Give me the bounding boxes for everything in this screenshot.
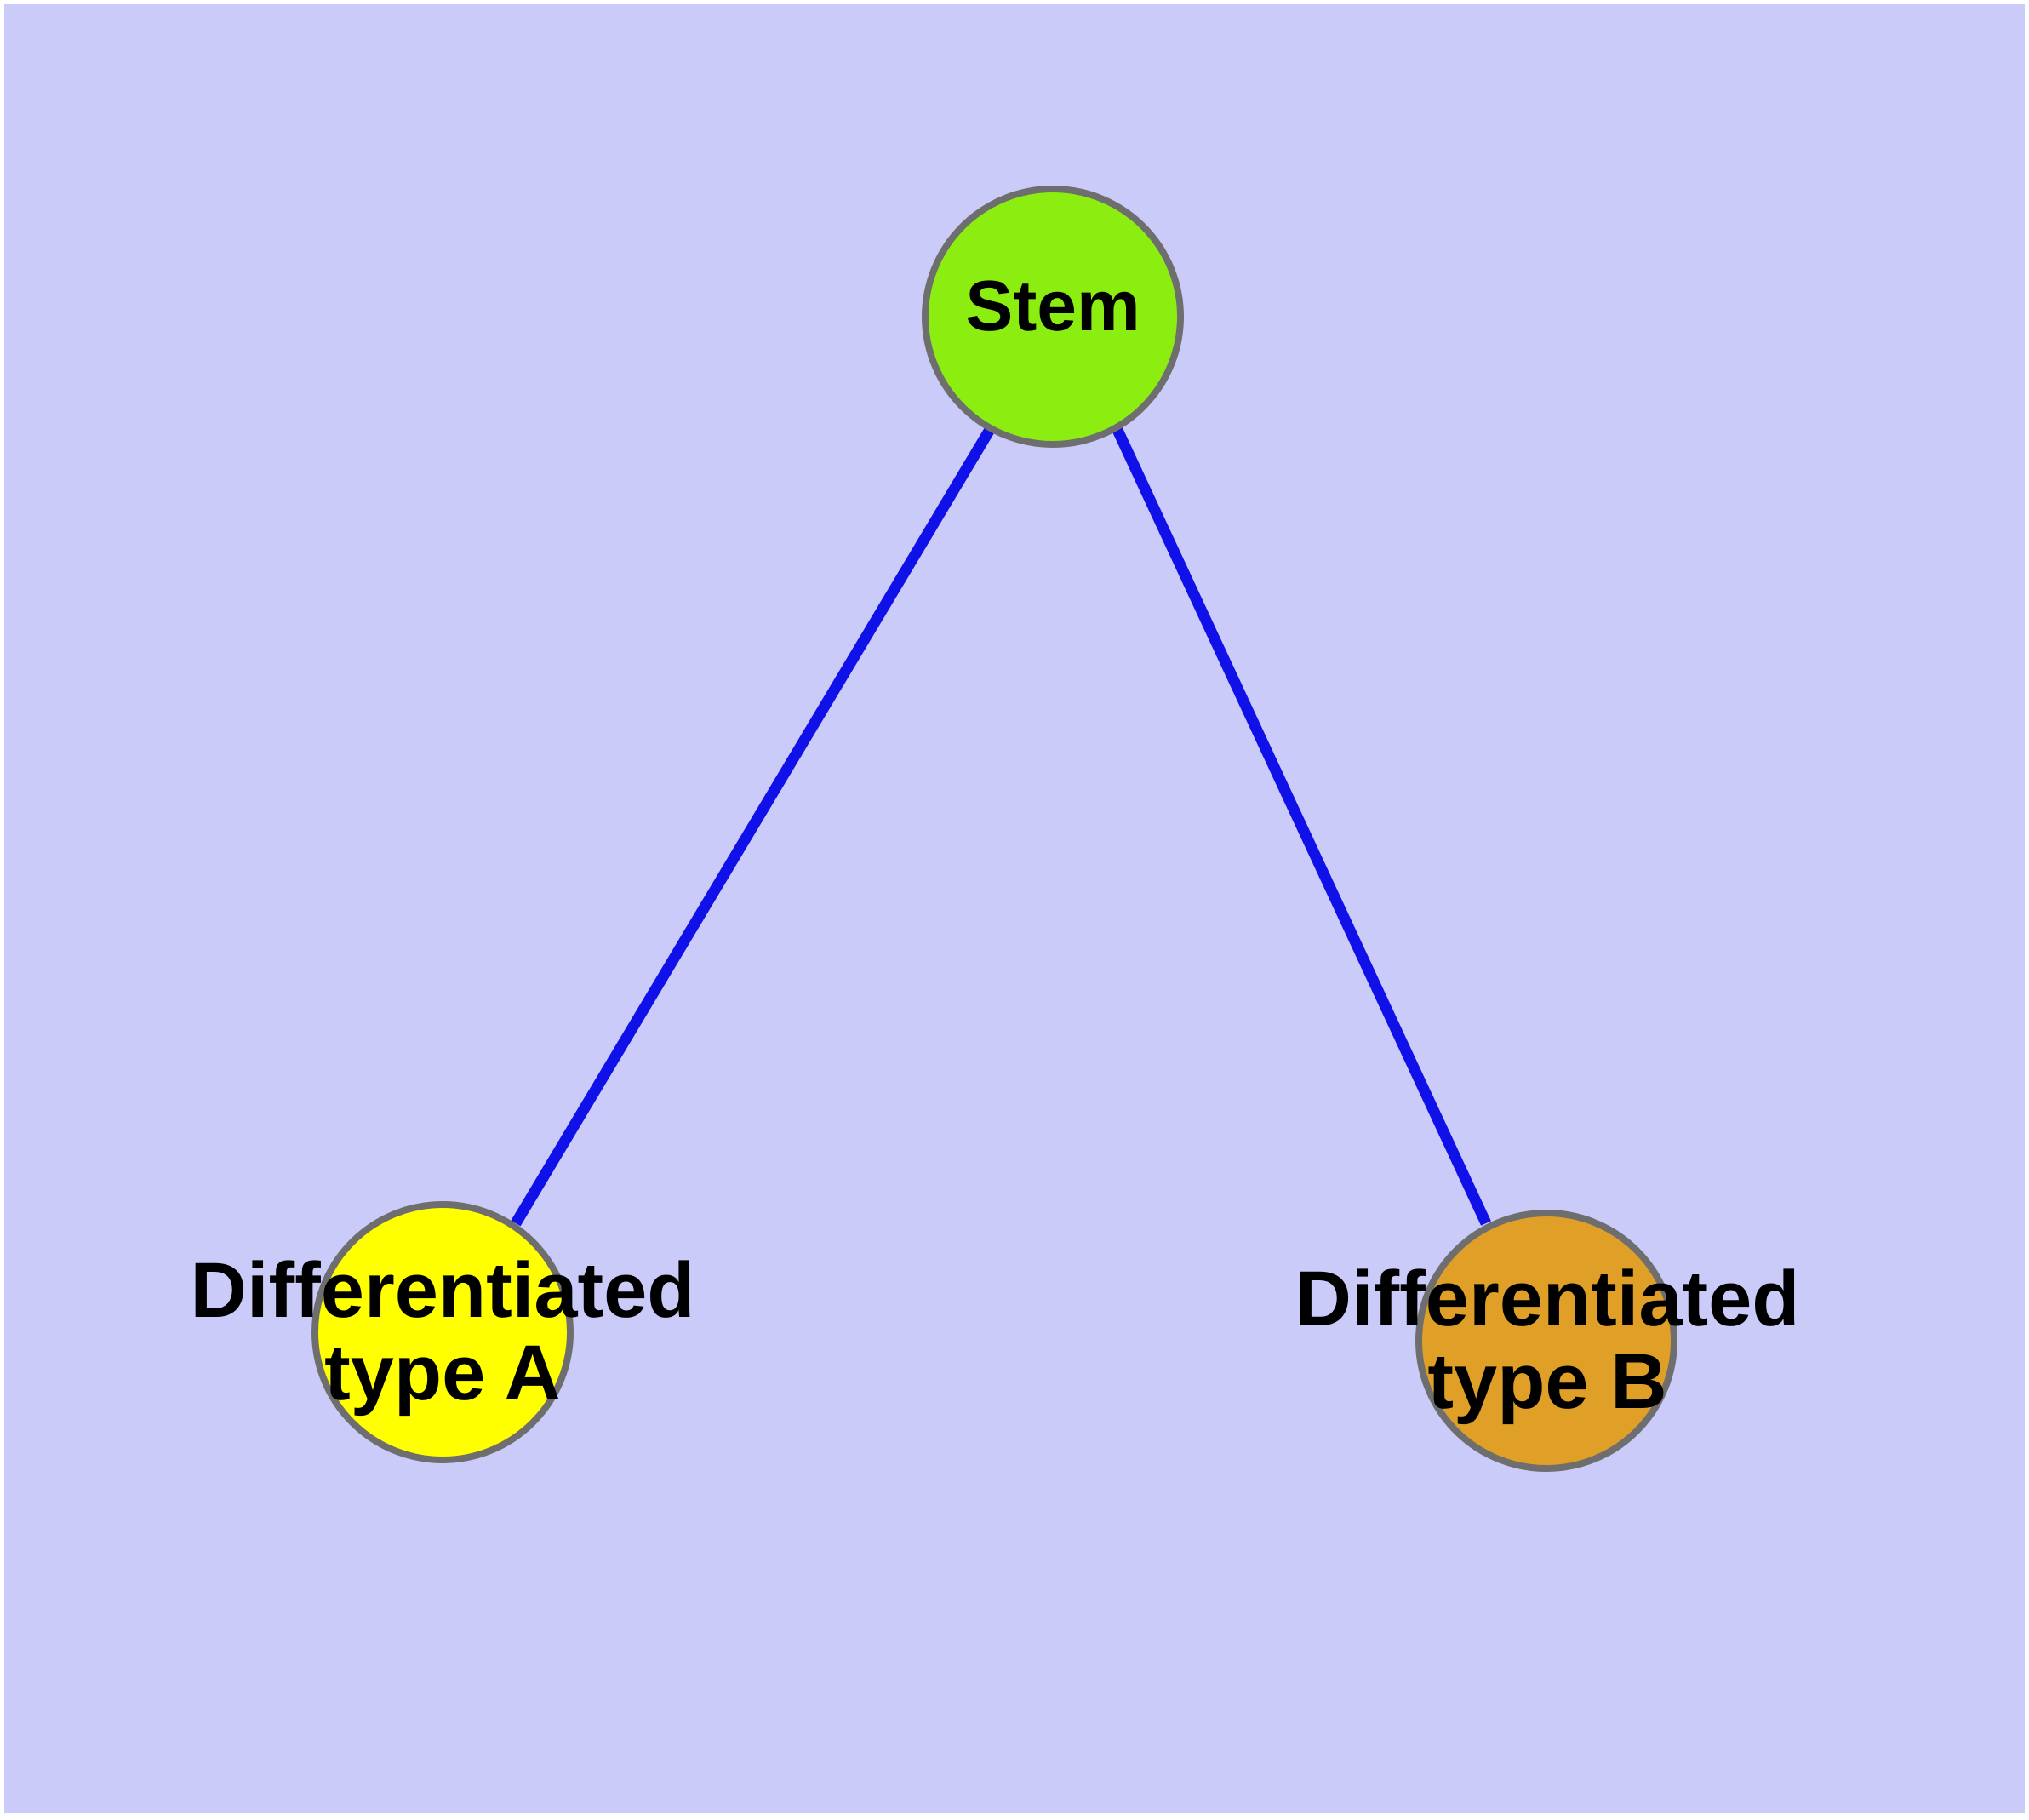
edge-stem-to-type-b [1112, 427, 1491, 1226]
nodes-layer [311, 186, 1677, 1472]
node-differentiated-type-b[interactable] [1415, 1210, 1677, 1472]
edges-layer [511, 425, 1491, 1227]
node-differentiated-type-a[interactable] [311, 1201, 574, 1463]
node-stem[interactable] [922, 186, 1184, 448]
edge-stem-to-type-a [511, 425, 996, 1227]
